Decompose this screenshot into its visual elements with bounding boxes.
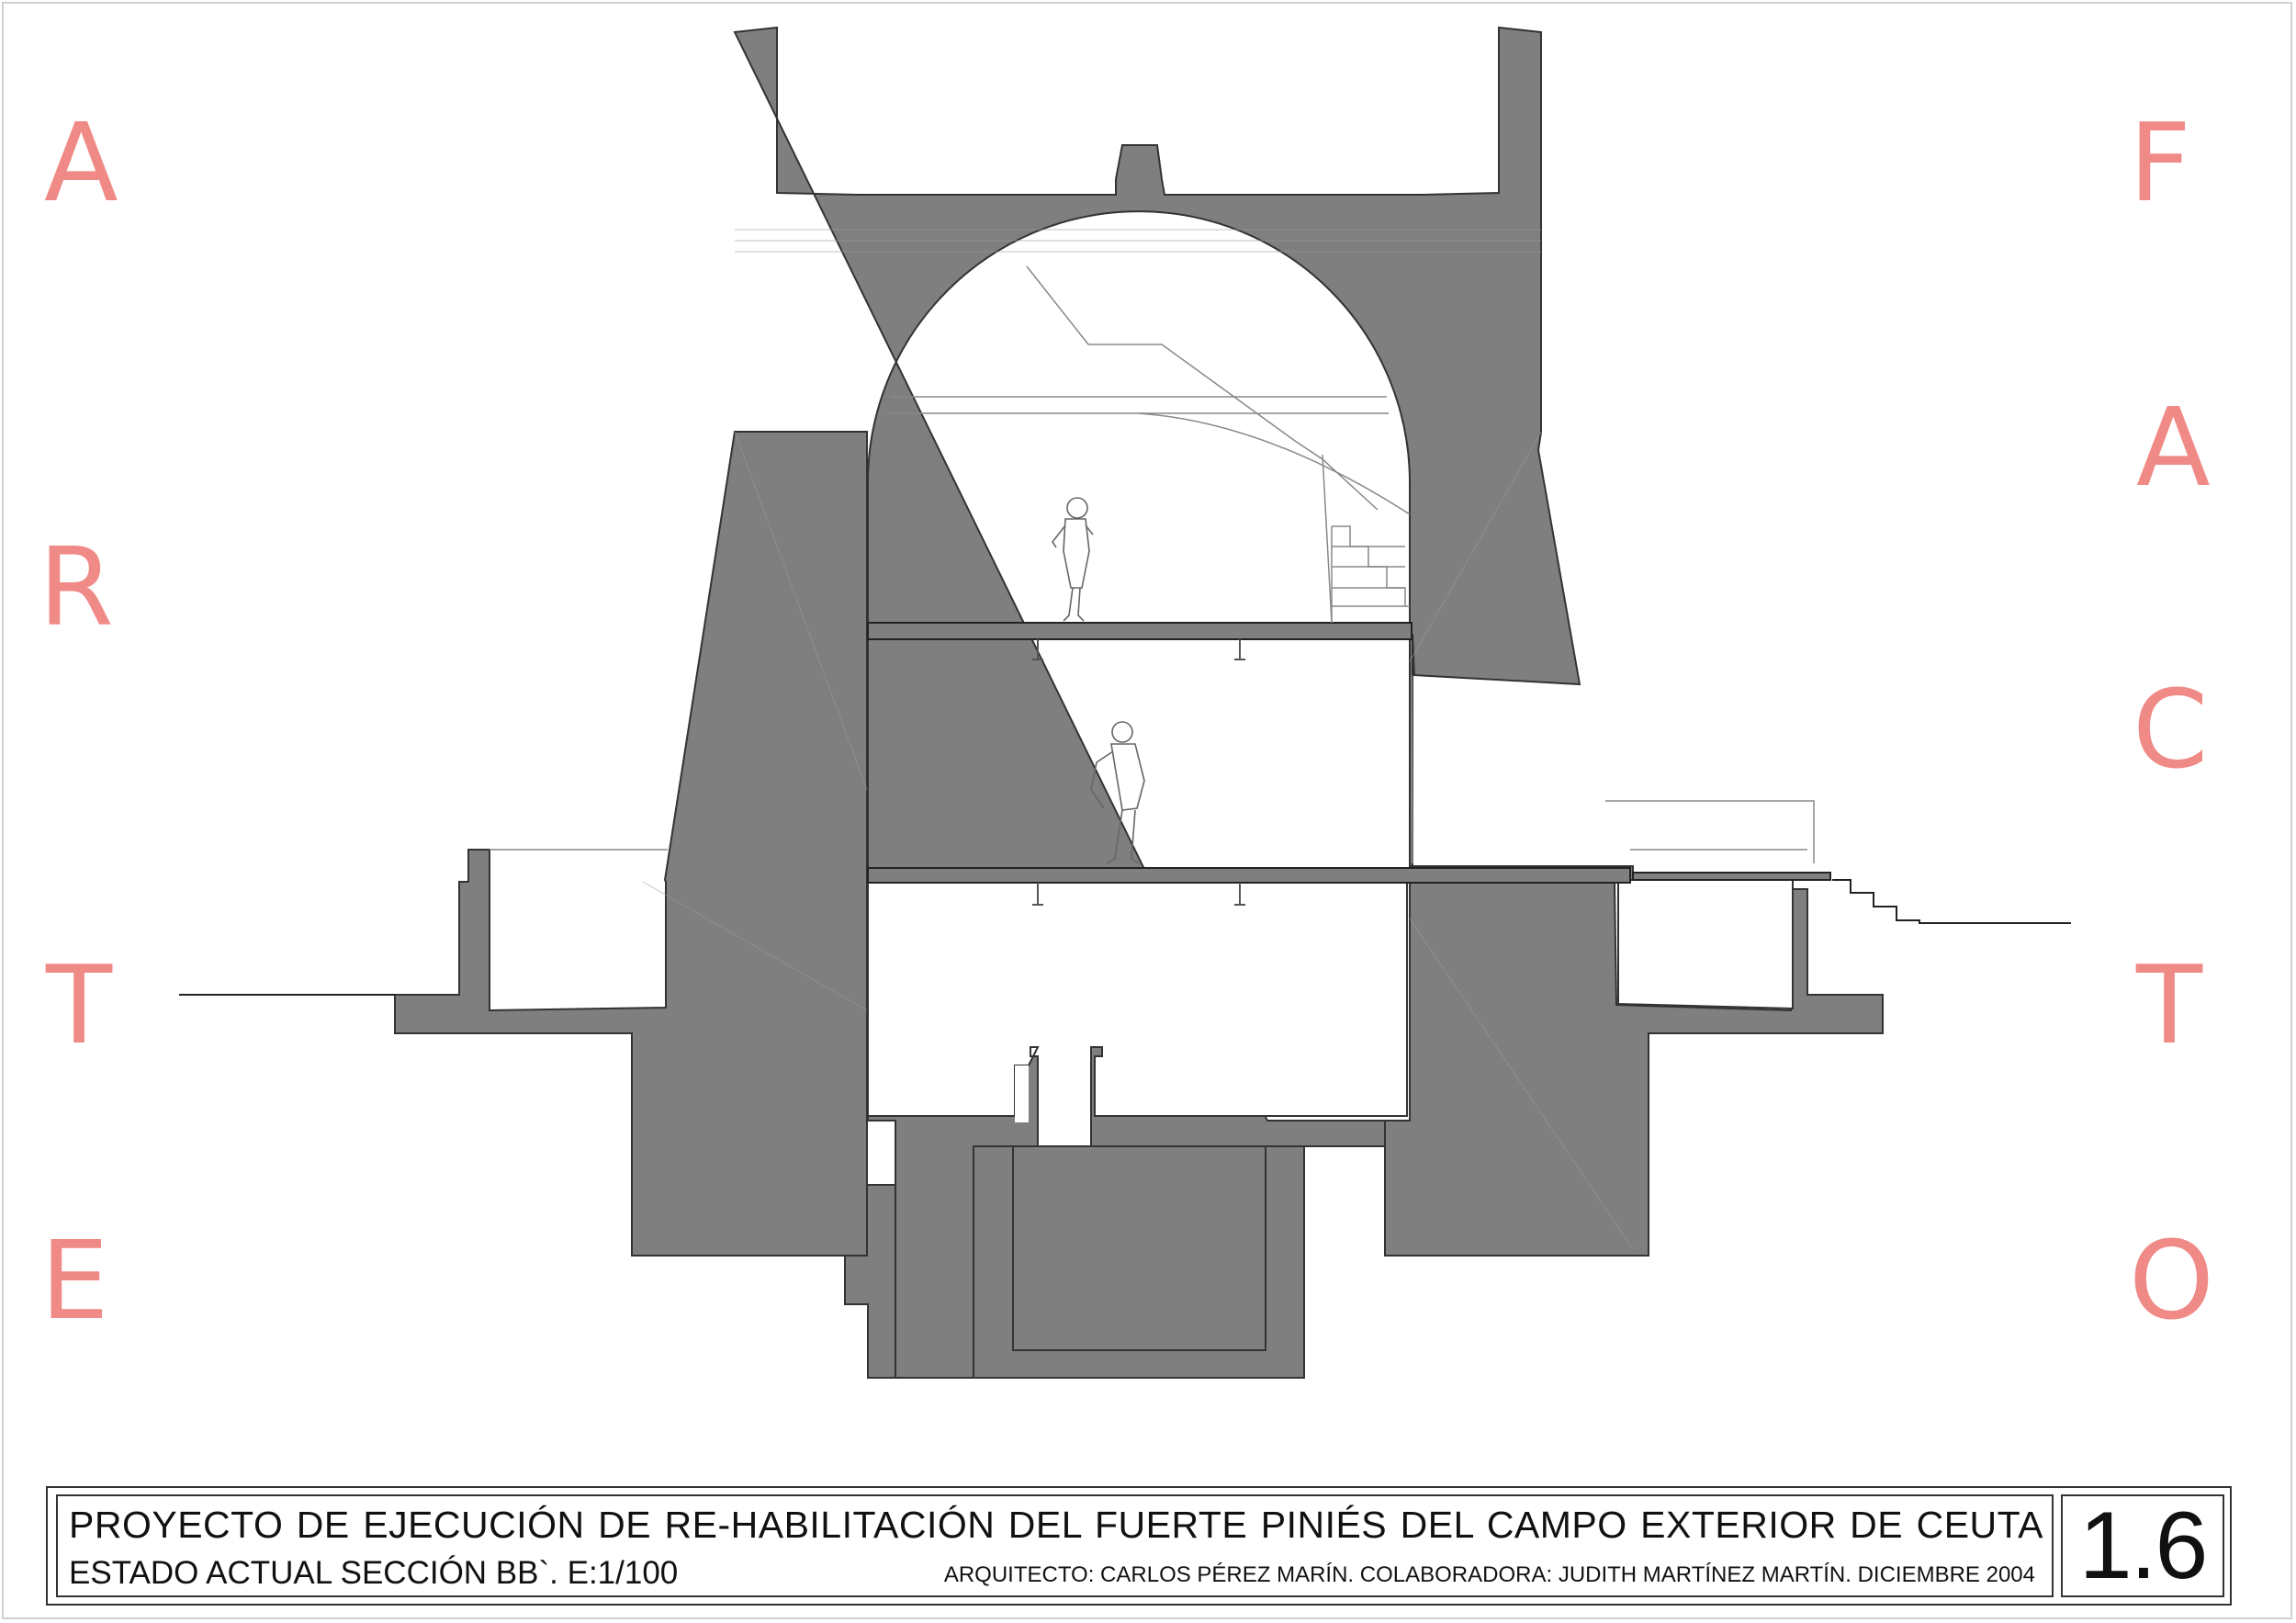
terrace-slab	[1632, 872, 1831, 881]
upper-floor-slab	[867, 622, 1412, 640]
side-letter-t: T	[46, 941, 113, 1068]
credits-text: ARQUITECTO: CARLOS PÉREZ MARÍN. COLABORA…	[943, 1562, 2035, 1587]
side-letter-r: R	[39, 524, 114, 650]
sheet-number: 1.6	[2078, 1493, 2209, 1599]
side-letter-f: F	[2129, 99, 2191, 226]
construction-lines	[179, 265, 2071, 996]
section-drawing	[179, 26, 2071, 1379]
project-title: PROYECTO DE EJECUCIÓN DE RE-HABILITACIÓN…	[69, 1504, 2043, 1546]
drawing-subtitle: ESTADO ACTUAL SECCIÓN BB`. E:1/100	[69, 1555, 679, 1591]
middle-floor-slab	[867, 867, 1631, 884]
upper-stair	[1331, 525, 1410, 623]
figure-lower	[1090, 721, 1145, 864]
side-letter-t2: T	[2136, 941, 2203, 1068]
sheet-number-box: 1.6	[2061, 1494, 2224, 1597]
floor-slabs	[867, 622, 1831, 884]
lower-chamber	[867, 881, 1408, 1147]
wall-hatching	[642, 229, 1634, 1250]
slab-supports	[1032, 639, 1245, 906]
right-chamber	[1617, 879, 1794, 1010]
side-letter-o: O	[2129, 1217, 2214, 1344]
cistern-shaft	[1015, 1065, 1029, 1122]
side-letter-a: A	[44, 99, 118, 226]
side-letter-a2: A	[2136, 384, 2211, 511]
figure-upper	[1052, 497, 1094, 622]
side-letter-e: E	[40, 1217, 109, 1344]
title-panel: PROYECTO DE EJECUCIÓN DE RE-HABILITACIÓN…	[56, 1494, 2054, 1597]
title-block: PROYECTO DE EJECUCIÓN DE RE-HABILITACIÓN…	[46, 1486, 2232, 1606]
side-letter-c: C	[2133, 666, 2209, 793]
interior-voids	[867, 879, 1794, 1147]
left-buttress	[394, 431, 868, 1257]
cistern	[973, 1145, 1305, 1379]
